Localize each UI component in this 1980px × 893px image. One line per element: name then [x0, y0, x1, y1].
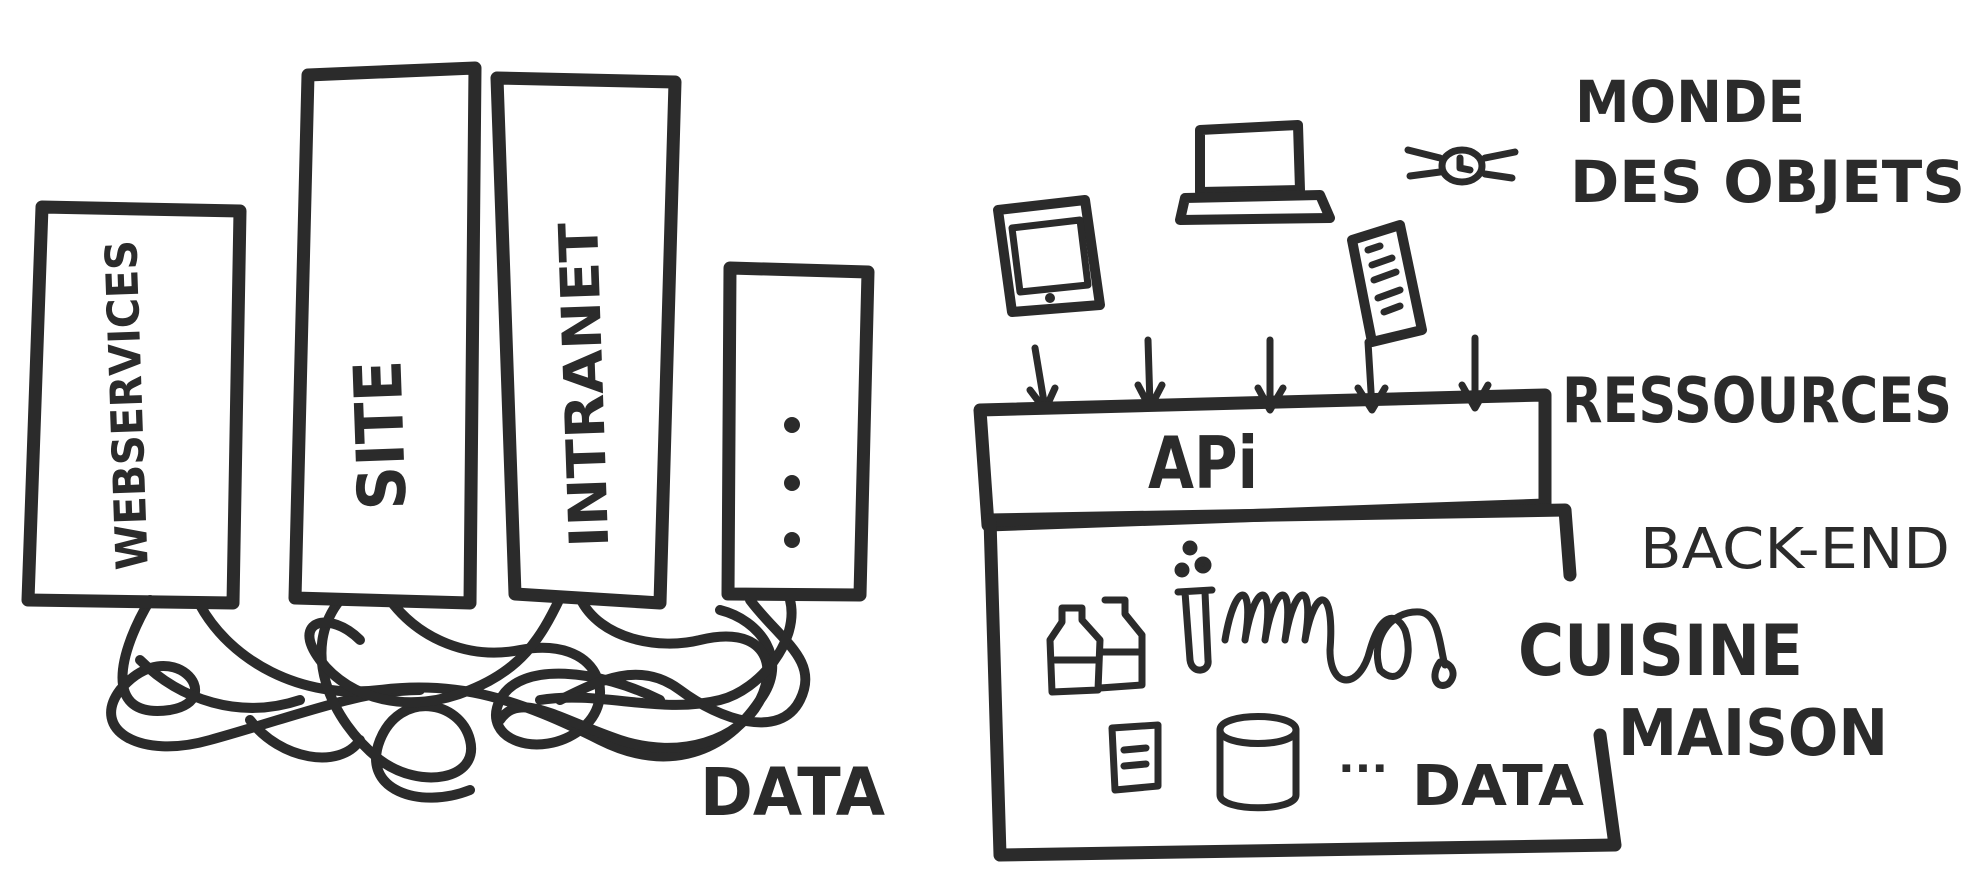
left-diagram: WEBSERVICES SITE INTRANET ... DATA — [21, 61, 885, 831]
arrow-2 — [1134, 336, 1166, 412]
whisk-spring-icon — [1221, 591, 1457, 689]
ressources-label: RESSOURCES — [1562, 364, 1952, 437]
column-box-webservices: WEBSERVICES — [21, 200, 247, 610]
database-icon — [1216, 713, 1300, 812]
column-box-more: ... — [721, 261, 875, 602]
backend-box — [981, 503, 1622, 862]
ellipsis-dot-2 — [784, 475, 800, 491]
ellipsis-dot-3 — [784, 532, 800, 548]
phone-icon — [1347, 220, 1427, 347]
right-diagram: MONDE DES OBJETS — [973, 68, 1965, 862]
column-label-webservices: WEBSERVICES — [96, 239, 158, 571]
test-tube-icon — [1174, 540, 1216, 674]
tangled-data-wires — [106, 593, 811, 803]
column-label-intranet: INTRANET — [547, 221, 621, 548]
backend-data-label: DATA — [1412, 754, 1585, 819]
bottles-icon — [1046, 596, 1146, 696]
column-box-intranet: INTRANET — [490, 71, 682, 610]
monde-title-line2: DES OBJETS — [1570, 148, 1965, 216]
watch-icon — [1404, 146, 1519, 186]
document-icon — [1108, 721, 1162, 794]
tablet-icon — [993, 195, 1105, 317]
column-box-site: SITE — [288, 61, 482, 610]
backend-label: BACK-END — [1640, 517, 1950, 582]
monde-title-line1: MONDE — [1575, 68, 1805, 136]
ellipsis-dot-1 — [784, 417, 800, 433]
api-label: APi — [1148, 421, 1258, 505]
backend-ellipsis: ... — [1338, 736, 1388, 782]
laptop-icon — [1175, 120, 1335, 225]
cuisine-label: CUISINE — [1518, 610, 1803, 692]
left-data-label: DATA — [700, 754, 885, 831]
column-label-site: SITE — [339, 359, 421, 512]
maison-label: MAISON — [1618, 697, 1888, 771]
arrow-1 — [1026, 344, 1059, 414]
